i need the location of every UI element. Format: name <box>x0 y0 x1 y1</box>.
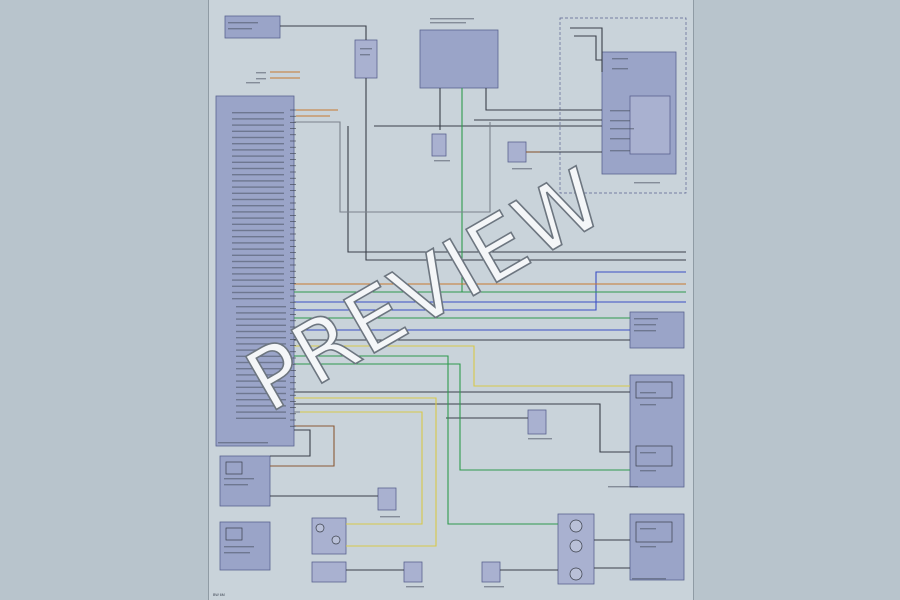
seat-cushion-heater-right <box>629 513 685 581</box>
wire-grey-1 <box>294 121 491 213</box>
wire-green-4 <box>294 355 558 525</box>
fuse-box-left <box>354 39 378 79</box>
ground-splice-3 <box>527 409 547 435</box>
aux-climate-module-outline <box>559 17 687 194</box>
mode-door-actuator <box>629 95 671 155</box>
motor-symbols <box>315 519 583 581</box>
wire-black-2 <box>365 78 686 261</box>
connector-block-bottom <box>311 561 347 583</box>
wire-black-3 <box>347 126 686 253</box>
wire-brown-1 <box>270 425 335 467</box>
ground-splice-6 <box>481 561 501 583</box>
component-labels <box>218 18 666 588</box>
wire-yellow-3 <box>294 411 423 525</box>
wire-black-5 <box>485 88 602 111</box>
connector-block-left <box>311 517 347 555</box>
ground-splice-4 <box>377 487 397 511</box>
ground-splice-1 <box>431 133 447 157</box>
wire-black-10 <box>574 35 602 61</box>
wire-green-5 <box>294 363 630 471</box>
ground-splice-5 <box>403 561 423 583</box>
wire-yellow-1 <box>294 345 630 387</box>
sheet-code: BW 6M <box>213 593 225 597</box>
blower-control-unit <box>224 15 281 39</box>
wire-blue-1 <box>294 271 686 311</box>
seat-heater-module-left <box>219 455 271 507</box>
wire-black-1 <box>280 25 367 40</box>
control-unit-pins <box>290 109 296 427</box>
seat-heater-module-right <box>629 374 685 488</box>
ground-splice-2 <box>507 141 527 163</box>
wire-bundle <box>270 25 686 571</box>
wire-black-9 <box>570 27 603 72</box>
rear-heater-module <box>419 29 499 89</box>
wire-black-17 <box>270 429 311 457</box>
heater-symbols <box>225 381 673 543</box>
wire-yellow-2 <box>294 397 437 547</box>
wire-black-11 <box>294 403 630 453</box>
